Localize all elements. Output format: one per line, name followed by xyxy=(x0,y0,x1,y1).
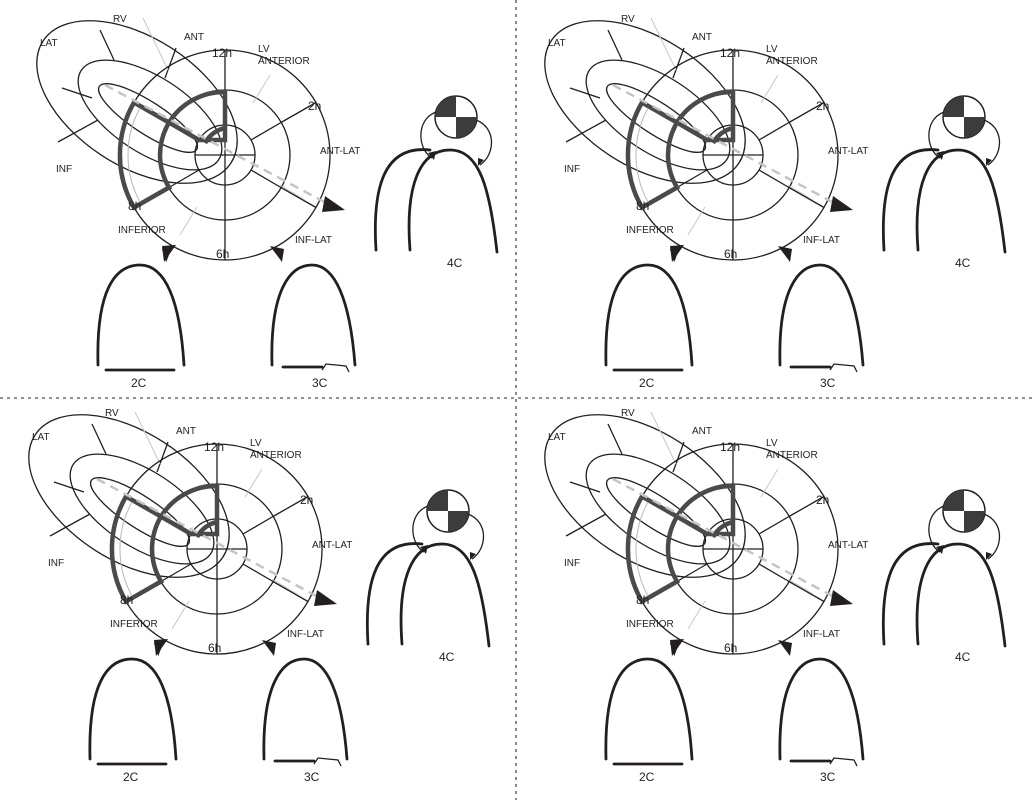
clock-2h-label: 2h xyxy=(816,493,829,507)
view-4c-label: 4C xyxy=(447,256,463,270)
inf-label: INF xyxy=(564,558,580,569)
view-3c-label: 3C xyxy=(304,770,320,784)
ant-label: ANT xyxy=(176,426,196,437)
panel-top-left: RV LAT ANT INF 12h 2h 8h 6h LV ANTERIOR … xyxy=(8,0,497,390)
view-2c-label: 2C xyxy=(123,770,139,784)
inf-label: INF xyxy=(48,558,64,569)
lat-label: LAT xyxy=(548,432,566,443)
clock-6h-label: 6h xyxy=(724,247,737,261)
clock-8h-label: 8h xyxy=(636,593,649,607)
clock-2h-label: 2h xyxy=(308,99,321,113)
clock-12h-label: 12h xyxy=(720,440,740,454)
inferior-label: INFERIOR xyxy=(110,619,158,630)
clock-8h-label: 8h xyxy=(636,199,649,213)
view-4c-label: 4C xyxy=(439,650,455,664)
view-3c-label: 3C xyxy=(312,376,328,390)
lat-label: LAT xyxy=(32,432,50,443)
view-3c-label: 3C xyxy=(820,376,836,390)
view-3c-label: 3C xyxy=(820,770,836,784)
ant-lat-label: ANT-LAT xyxy=(312,540,352,551)
lv-label: LV xyxy=(250,438,262,449)
clock-8h-label: 8h xyxy=(120,593,133,607)
rv-label: RV xyxy=(105,408,119,419)
rv-label: RV xyxy=(621,408,635,419)
panel-bottom-left: RV LAT ANT INF 12h 2h 8h 6h LV ANTERIOR … xyxy=(0,381,489,784)
view-2c-label: 2C xyxy=(131,376,147,390)
clock-2h-label: 2h xyxy=(300,493,313,507)
inf-label: INF xyxy=(56,164,72,175)
clock-12h-label: 12h xyxy=(720,46,740,60)
rv-label: RV xyxy=(113,14,127,25)
clock-12h-label: 12h xyxy=(212,46,232,60)
anterior-label: ANTERIOR xyxy=(250,450,302,461)
clock-8h-label: 8h xyxy=(128,199,141,213)
lat-label: LAT xyxy=(40,38,58,49)
clock-2h-label: 2h xyxy=(816,99,829,113)
panel-bottom-right: RV LAT ANT INF 12h 2h 8h 6h LV ANTERIOR … xyxy=(516,381,1005,784)
rv-label: RV xyxy=(621,14,635,25)
inf-lat-label: INF-LAT xyxy=(803,629,840,640)
inf-label: INF xyxy=(564,164,580,175)
ant-label: ANT xyxy=(692,426,712,437)
lv-label: LV xyxy=(766,44,778,55)
ant-label: ANT xyxy=(184,32,204,43)
clock-6h-label: 6h xyxy=(216,247,229,261)
clock-6h-label: 6h xyxy=(208,641,221,655)
ant-lat-label: ANT-LAT xyxy=(828,146,868,157)
inferior-label: INFERIOR xyxy=(626,619,674,630)
anterior-label: ANTERIOR xyxy=(766,56,818,67)
anterior-label: ANTERIOR xyxy=(258,56,310,67)
inferior-label: INFERIOR xyxy=(118,225,166,236)
clock-12h-label: 12h xyxy=(204,440,224,454)
anterior-label: ANTERIOR xyxy=(766,450,818,461)
ant-lat-label: ANT-LAT xyxy=(320,146,360,157)
view-2c-label: 2C xyxy=(639,376,655,390)
ant-lat-label: ANT-LAT xyxy=(828,540,868,551)
view-4c-label: 4C xyxy=(955,650,971,664)
ant-label: ANT xyxy=(692,32,712,43)
inf-lat-label: INF-LAT xyxy=(287,629,324,640)
lv-label: LV xyxy=(766,438,778,449)
inf-lat-label: INF-LAT xyxy=(803,235,840,246)
panel-top-right: RV LAT ANT INF 12h 2h 8h 6h LV ANTERIOR … xyxy=(516,0,1005,390)
view-2c-label: 2C xyxy=(639,770,655,784)
lat-label: LAT xyxy=(548,38,566,49)
view-4c-label: 4C xyxy=(955,256,971,270)
inferior-label: INFERIOR xyxy=(626,225,674,236)
inf-lat-label: INF-LAT xyxy=(295,235,332,246)
clock-6h-label: 6h xyxy=(724,641,737,655)
lv-label: LV xyxy=(258,44,270,55)
